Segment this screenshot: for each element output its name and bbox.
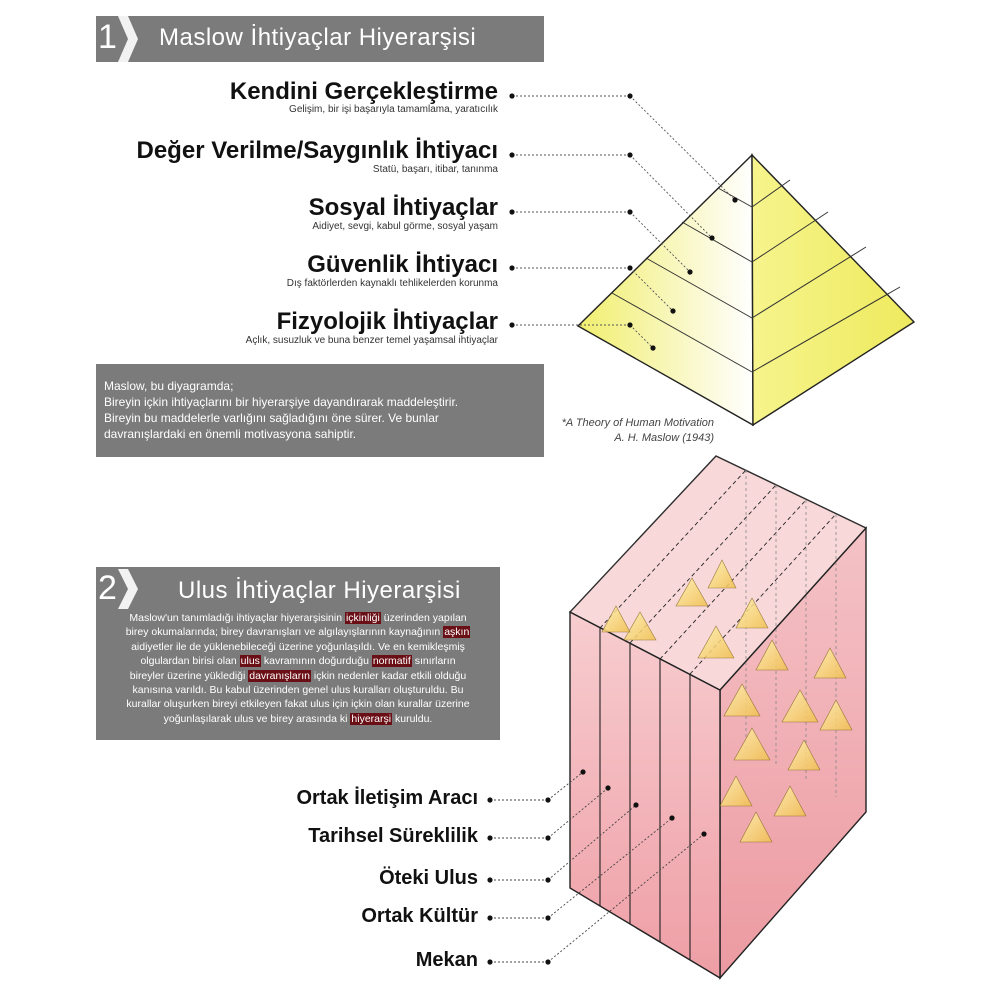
- level-title-esteem: Değer Verilme/Saygınlık İhtiyacı: [136, 137, 499, 164]
- section1-header: 1 Maslow İhtiyaçlar Hiyerarşisi: [96, 16, 544, 62]
- text: kavramının doğurduğu: [260, 655, 372, 668]
- paragraph-line-3: aidiyetler ile de yüklenebileceği üzerin…: [131, 640, 465, 653]
- maslow-description: Maslow, bu diyagramda; Bireyin içkin iht…: [96, 364, 544, 457]
- nation-cube: [568, 455, 868, 980]
- section2-title: Ulus İhtiyaçlar Hiyerarşisi: [178, 577, 461, 604]
- highlight-term: normatif: [371, 655, 412, 668]
- cube-label-other-nation: Öteki Ulus: [379, 867, 478, 889]
- highlight-term: ulus: [239, 655, 261, 668]
- level-title-social: Sosyal İhtiyaçlar: [308, 194, 498, 221]
- description-line-3: Bireyin bu maddelerle varlığını sağladığ…: [104, 411, 439, 425]
- level-title-physiological: Fizyolojik İhtiyaçlar: [276, 308, 498, 335]
- paragraph-line-2: birey okumalarında; birey davranışları v…: [100, 625, 496, 639]
- text: bireyler üzerine yüklediği: [129, 669, 249, 682]
- text: birey okumalarında; birey davranışları v…: [125, 626, 444, 639]
- highlight-term: içkinliği: [344, 612, 381, 624]
- paragraph-line-1: Maslow'un tanımladığı ihtiyaçlar hiyerar…: [100, 611, 496, 625]
- section1-number: 1: [98, 18, 117, 56]
- highlight-term: davranışların: [248, 669, 311, 682]
- cube-leaders: [490, 771, 705, 963]
- text: yoğunlaşılarak ulus ve birey arasında ki: [163, 712, 351, 725]
- level-title-safety: Güvenlik İhtiyacı: [307, 251, 498, 278]
- level-dots: [509, 93, 738, 351]
- text: Maslow'un tanımladığı ihtiyaçlar hiyerar…: [129, 612, 345, 624]
- citation-line-2: A. H. Maslow (1943): [614, 432, 714, 444]
- level-subtitle-safety: Dış faktörlerden kaynaklı tehlikelerden …: [286, 278, 498, 289]
- level-subtitle-self-actualization: Gelişim, bir işi başarıyla tamamlama, ya…: [289, 104, 498, 115]
- text: üzerinden yapılan: [380, 612, 467, 624]
- text: içkin nedenler kadar etkili olduğu: [310, 669, 467, 682]
- text: sınırların: [411, 655, 456, 668]
- text: olgulardan birisi olan: [140, 655, 240, 668]
- cube-label-common-culture: Ortak Kültür: [361, 905, 478, 927]
- description-line-4: davranışlardaki en önemli motivasyona sa…: [104, 427, 357, 441]
- text: kuruldu.: [392, 712, 433, 725]
- cube-dots: [487, 769, 707, 965]
- citation: *A Theory of Human Motivation A. H. Masl…: [540, 416, 714, 446]
- chevron-right-icon: [118, 16, 138, 62]
- paragraph-line-5: bireyler üzerine yüklediği davranışların…: [100, 669, 496, 683]
- cube-label-historical-continuity: Tarihsel Süreklilik: [308, 825, 478, 847]
- paragraph-line-7: kurallar oluşurken bireyi etkileyen faka…: [126, 698, 470, 711]
- mini-pyramids: [601, 559, 853, 843]
- level-subtitle-physiological: Açlık, susuzluk ve buna benzer temel yaş…: [245, 335, 498, 346]
- paragraph-line-6: kanısına varıldı. Bu kabul üzerinden gen…: [132, 684, 464, 697]
- cube-label-space: Mekan: [415, 949, 478, 971]
- ulus-paragraph: Maslow'un tanımladığı ihtiyaçlar hiyerar…: [100, 611, 496, 726]
- level-subtitle-social: Aidiyet, sevgi, kabul görme, sosyal yaşa…: [312, 221, 498, 232]
- chevron-right-icon: [118, 569, 138, 609]
- highlight-term: aşkın: [443, 626, 471, 639]
- section1-title: Maslow İhtiyaçlar Hiyerarşisi: [159, 24, 477, 51]
- section2-number: 2: [98, 569, 117, 607]
- description-line-1: Maslow, bu diyagramda;: [104, 379, 234, 393]
- level-title-self-actualization: Kendini Gerçekleştirme: [229, 78, 498, 105]
- paragraph-line-8: yoğunlaşılarak ulus ve birey arasında ki…: [100, 712, 496, 726]
- paragraph-line-4: olgulardan birisi olan ulus kavramının d…: [100, 654, 496, 668]
- citation-line-1: *A Theory of Human Motivation: [561, 417, 714, 429]
- highlight-term: hiyerarşi: [350, 712, 393, 725]
- maslow-pyramid: [576, 153, 916, 427]
- cube-label-common-language: Ortak İletişim Aracı: [296, 787, 478, 809]
- description-line-2: Bireyin içkin ihtiyaçlarını bir hiyerarş…: [104, 395, 459, 409]
- level-leaders: [512, 95, 736, 349]
- section2-box: 2 Ulus İhtiyaçlar Hiyerarşisi Maslow'un …: [96, 567, 500, 740]
- level-subtitle-esteem: Statü, başarı, itibar, tanınma: [372, 164, 498, 175]
